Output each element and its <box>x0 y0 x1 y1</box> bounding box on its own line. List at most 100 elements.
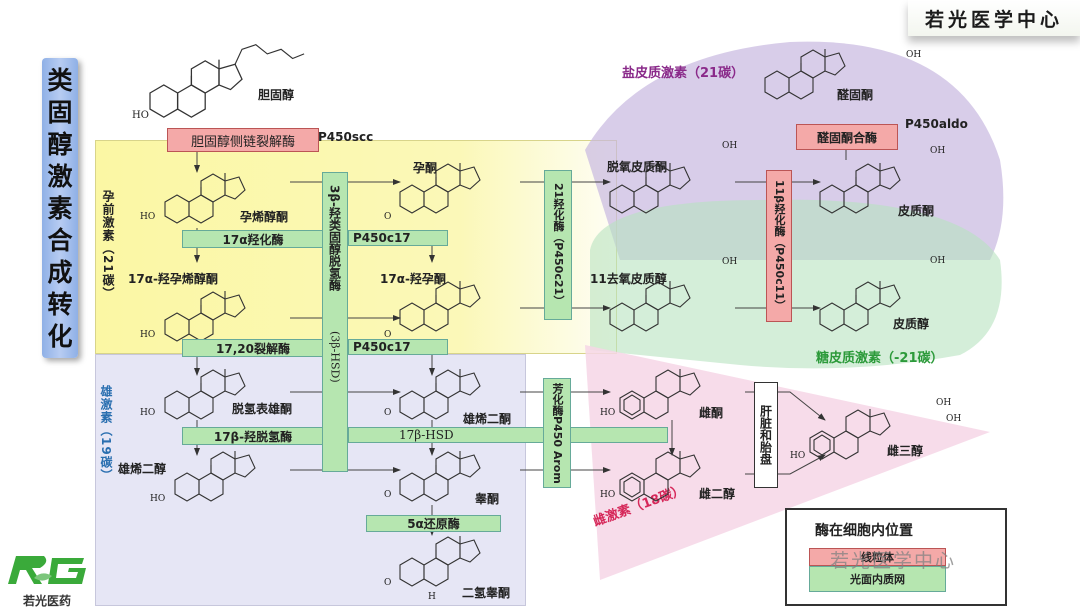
pregnenolone-structure <box>164 172 246 224</box>
label-androstenediol: 雄烯二醇 <box>118 462 167 476</box>
enzyme-p450c17-b: P450c17 <box>348 339 448 355</box>
label-pregnenolone: 孕烯醇酮 <box>240 210 289 224</box>
title-char: 化 <box>47 321 73 351</box>
label-deoxycortisol: 11去氧皮质醇 <box>590 272 667 286</box>
atom-oh-deoxycortisol: OH <box>722 257 738 267</box>
label-deoxycorticosterone: 脱氧皮质酮 <box>607 160 668 174</box>
enzyme-5a-reductase: 5α还原酶 <box>366 515 501 532</box>
progesterone-structure <box>399 162 481 214</box>
atom-oh-estriol-16: OH <box>936 398 952 408</box>
enzyme-aldo-code: P450aldo <box>905 117 968 131</box>
legend: 酶在细胞内位置 线粒体 光面内质网 <box>785 508 1007 606</box>
enzyme-scc-code: P450scc <box>318 130 374 144</box>
label-cortisol: 皮质醇 <box>893 317 930 331</box>
testosterone-structure <box>399 450 481 502</box>
title-char: 激 <box>47 161 73 191</box>
glucocorticoid-zone-label: 糖皮质激素（-21碳） <box>816 351 944 366</box>
atom-ho-androstenediol: HO <box>150 494 166 504</box>
estrone-structure <box>619 368 701 420</box>
atom-ho-pregnenolone: HO <box>140 212 156 222</box>
enzyme-3b-hsd-label: 3β-羟类固醇脱氢酶 <box>327 185 342 291</box>
label-estradiol: 雌二醇 <box>699 487 736 501</box>
title-char: 类 <box>47 65 73 95</box>
progestogen-zone-label: 孕前激素（21碳） <box>101 190 115 300</box>
atom-ho-estradiol: HO <box>600 490 616 500</box>
atom-o-dht: O <box>384 578 392 588</box>
cholesterol-structure <box>149 44 305 118</box>
atom-oh-estriol-17: OH <box>946 414 962 424</box>
enzyme-11b-hydroxylase: 11β羟化酶（P450c11） <box>766 170 792 322</box>
atom-o-androstenedione: O <box>384 408 392 418</box>
title-char: 合 <box>47 225 73 255</box>
deoxycortisol-structure <box>609 280 691 332</box>
page-title: 类 固 醇 激 素 合 成 转 化 <box>42 58 78 358</box>
cortisol-structure <box>819 280 901 332</box>
atom-h-dht: H <box>428 592 436 602</box>
enzyme-17a-hydroxylase: 17α羟化酶 <box>182 230 324 248</box>
atom-oh-deoxycorticosterone: OH <box>722 141 738 151</box>
atom-ho-estrone: HO <box>600 408 616 418</box>
hydroxypregnenolone-structure <box>164 290 246 342</box>
enzyme-aromatase: 芳化酶P450 Arom <box>543 378 571 488</box>
logo-rg-icon <box>8 556 86 584</box>
label-hydroxyprogesterone: 17α-羟孕酮 <box>380 272 446 286</box>
atom-o-progesterone: O <box>384 212 392 222</box>
androgen-zone-right <box>325 354 526 606</box>
dht-structure <box>399 535 481 587</box>
androgen-zone-label: 雄激素（19碳） <box>99 385 113 482</box>
label-cholesterol: 胆固醇 <box>258 88 295 102</box>
atom-ho-hydroxypregnenolone: HO <box>140 330 156 340</box>
enzyme-liver-placenta: 肝脏和胎盘 <box>754 382 778 488</box>
label-androstenedione: 雄烯二酮 <box>463 412 512 426</box>
atom-oh-cortisol: OH <box>930 256 946 266</box>
glucocorticoid-zone <box>590 199 1002 369</box>
enzyme-scc: 胆固醇侧链裂解酶 <box>167 128 319 152</box>
enzyme-3b-hsd: 3β-羟类固醇脱氢酶 (3β-HSD) <box>322 172 348 472</box>
title-char: 成 <box>47 257 73 287</box>
legend-item-smooth-er: 光面内质网 <box>809 566 946 592</box>
enzyme-17b-hydroxy-dehydrogenase: 17β-羟脱氢酶 <box>182 427 324 445</box>
title-char: 转 <box>47 289 73 319</box>
title-char: 醇 <box>47 129 73 159</box>
enzyme-3b-hsd-abbr: (3β-HSD) <box>328 330 342 383</box>
atom-o-testosterone: O <box>384 490 392 500</box>
title-char: 固 <box>47 97 73 127</box>
label-estrone: 雌酮 <box>699 406 724 420</box>
mineralocorticoid-zone-label: 盐皮质激素（21碳） <box>622 66 745 81</box>
enzyme-21-hydroxylase: 21羟化酶（P450c21） <box>544 170 572 320</box>
atom-ho-cholesterol: HO <box>132 110 149 121</box>
androstenediol-structure <box>174 450 256 502</box>
label-dhea: 脱氢表雄酮 <box>232 402 293 416</box>
enzyme-p450c17-a: P450c17 <box>348 230 448 246</box>
estrogen-zone <box>585 345 990 580</box>
label-progesterone: 孕酮 <box>413 161 438 175</box>
atom-o-hydroxyprogesterone: O <box>384 330 392 340</box>
enzyme-aldosterone-synthase: 醛固酮合酶 <box>796 124 898 150</box>
corticosterone-structure <box>819 162 901 214</box>
label-corticosterone: 皮质酮 <box>898 204 935 218</box>
watermark: 若光医学中心 <box>830 550 957 572</box>
estriol-structure <box>809 408 891 460</box>
label-dht: 二氢睾酮 <box>462 586 511 600</box>
legend-title: 酶在细胞内位置 <box>815 523 913 539</box>
label-aldosterone: 醛固酮 <box>837 88 874 102</box>
hydroxyprogesterone-structure <box>399 280 481 332</box>
brand-logo: 若光医药 <box>4 548 90 608</box>
aldosterone-structure <box>764 48 846 100</box>
label-estriol: 雌三醇 <box>887 444 924 458</box>
enzyme-1720-lyase: 17,20裂解酶 <box>182 339 324 357</box>
atom-oh-aldosterone: OH <box>906 50 922 60</box>
atom-oh-corticosterone: OH <box>930 146 946 156</box>
atom-ho-estriol: HO <box>790 451 806 461</box>
legend-item-mitochondria: 线粒体 <box>809 548 946 566</box>
atom-ho-dhea: HO <box>140 408 156 418</box>
estradiol-structure <box>619 450 701 502</box>
label-hydroxypregnenolone: 17α-羟孕烯醇酮 <box>128 272 218 286</box>
enzyme-17b-hsd: 17β-HSD <box>348 427 668 443</box>
logo-text: 若光医药 <box>22 594 71 608</box>
androgen-zone-left <box>95 354 327 606</box>
title-char: 素 <box>47 193 73 223</box>
label-testosterone: 睾酮 <box>475 492 500 506</box>
